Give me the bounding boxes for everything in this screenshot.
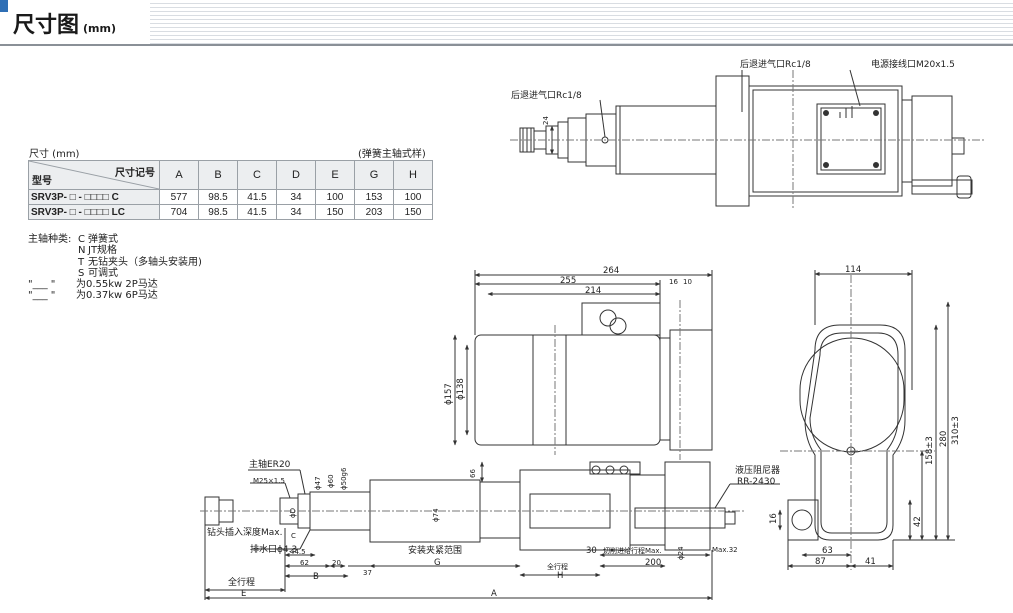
dim-e: E: [241, 589, 246, 599]
dim-phi-60: ϕ60: [327, 474, 335, 488]
note-desc: 弹簧式: [88, 234, 118, 245]
dim-37: 37: [363, 569, 372, 577]
motor-note-mark: "___ ": [28, 279, 56, 291]
note-code: T: [78, 256, 85, 268]
dim-264: 264: [603, 266, 619, 276]
table-row: SRV3P- □ - □□□□ LC 704 98.5 41.5 34 150 …: [28, 204, 433, 220]
label-spindle-er20: 主轴ER20: [249, 458, 291, 470]
page-title-text: 尺寸图: [13, 13, 80, 38]
column-header-g: G: [354, 160, 394, 190]
label-clamp-range: 安装夹紧范围: [408, 544, 462, 556]
dim-255: 255: [560, 276, 576, 286]
column-header-d: D: [276, 160, 316, 190]
note-code: N: [78, 245, 86, 257]
dim-max-32: Max.32: [712, 546, 738, 554]
end-view-drawing: [778, 270, 955, 570]
dim-114: 114: [845, 265, 861, 275]
table-caption-right: (弹簧主轴式样): [358, 149, 426, 160]
label-damper-model: RR-2430: [737, 477, 776, 487]
dim-16a: 16: [669, 278, 678, 286]
page-title-unit: (mm): [83, 22, 116, 35]
label-hydraulic-damper: 液压阻尼器: [735, 464, 780, 476]
dim-41: 41: [865, 557, 876, 567]
table-caption-left: 尺寸 (mm): [29, 149, 80, 160]
dim-24-top: 24: [542, 116, 550, 125]
note-desc: JT规格: [88, 245, 118, 257]
label-power-port: 电源接线口M20x1.5: [871, 58, 955, 70]
dim-phi-24: ϕ24: [677, 546, 685, 560]
column-header-b: B: [198, 160, 238, 190]
dim-phi-138: ϕ138: [456, 378, 466, 400]
page-title: 尺寸图(mm): [13, 7, 116, 39]
dim-87: 87: [815, 557, 826, 567]
dim-h: H: [557, 571, 563, 581]
label-full-stroke: 全行程: [228, 576, 255, 588]
dim-214: 214: [585, 286, 601, 296]
label-thread: M25×1.5: [253, 477, 285, 485]
table-header-row: 尺寸记号 型号 A B C D E G H: [28, 160, 433, 190]
note-desc: 可调式: [88, 267, 118, 279]
dim-30: 30: [586, 546, 597, 556]
table-cell: 150: [315, 204, 355, 220]
note-code: C: [78, 234, 85, 245]
header-rule: [0, 44, 1013, 46]
side-view-drawing: [200, 270, 780, 600]
corner-label-model: 型号: [32, 176, 52, 187]
table-cell: 150: [393, 204, 433, 220]
dim-g: G: [434, 558, 441, 568]
dim-158: 158±3: [925, 436, 935, 465]
motor-note-mark: "___ ": [28, 290, 56, 302]
dim-phi-74: ϕ74: [432, 508, 440, 522]
motor-note-desc: 为0.37kw 6P马达: [76, 290, 158, 302]
column-header-h: H: [393, 160, 433, 190]
dim-42: 42: [913, 516, 923, 527]
dim-200: 200: [645, 558, 661, 568]
label-stroke-small: 全行程: [547, 562, 568, 571]
dim-66: 66: [469, 469, 477, 478]
dim-63: 63: [822, 546, 833, 556]
note-desc: 无钻夹头（多轴头安装用): [88, 256, 202, 268]
spec-table: 尺寸记号 型号 A B C D E G H SRV3P- □ - □□□□ C …: [28, 160, 433, 220]
table-row: SRV3P- □ - □□□□ C 577 98.5 41.5 34 100 1…: [28, 189, 433, 205]
notes-label: 主轴种类:: [28, 234, 72, 245]
dim-phi-50g6: ϕ50g6: [340, 467, 348, 490]
header-title-box: [0, 0, 150, 44]
column-header-c: C: [237, 160, 277, 190]
dim-310: 310±3: [951, 416, 961, 445]
dim-20: 20: [332, 559, 341, 567]
table-cell: 203: [354, 204, 394, 220]
top-view-drawing: [510, 69, 985, 210]
note-code: S: [78, 267, 85, 279]
top-view-bolts: [823, 110, 879, 168]
dim-phi-157: ϕ157: [444, 383, 454, 405]
corner-diagonal: [29, 161, 159, 189]
dim-44-5: 44.5: [290, 548, 306, 556]
dim-280: 280: [939, 431, 949, 447]
dim-10: 10: [683, 278, 692, 286]
label-rear-inlet-left: 后退进气口Rc1/8: [511, 89, 582, 101]
dim-phi-d: ϕD: [289, 508, 297, 518]
header-accent-mark: [0, 0, 8, 12]
corner-label-dimension: 尺寸记号: [115, 168, 155, 179]
motor-note-desc: 为0.55kw 2P马达: [76, 279, 158, 291]
table-corner-cell: 尺寸记号 型号: [28, 160, 160, 190]
label-cut-stroke: 切削进给行程Max.: [603, 546, 662, 555]
dim-b: B: [313, 572, 319, 582]
dim-c: C: [291, 532, 296, 540]
label-drill-depth: 钻头插入深度Max.: [207, 526, 282, 538]
table-cell-model: SRV3P- □ - □□□□ LC: [28, 204, 160, 220]
label-drain-port: 排水口ϕ4.3: [250, 543, 297, 555]
dim-a: A: [491, 589, 497, 599]
dim-16: 16: [769, 513, 779, 524]
dim-62: 62: [300, 559, 309, 567]
page-header: 尺寸图(mm): [0, 0, 1013, 46]
column-header-e: E: [315, 160, 355, 190]
dim-phi-47: ϕ47: [314, 476, 322, 490]
label-rear-inlet-top: 后退进气口Rc1/8: [740, 58, 811, 70]
